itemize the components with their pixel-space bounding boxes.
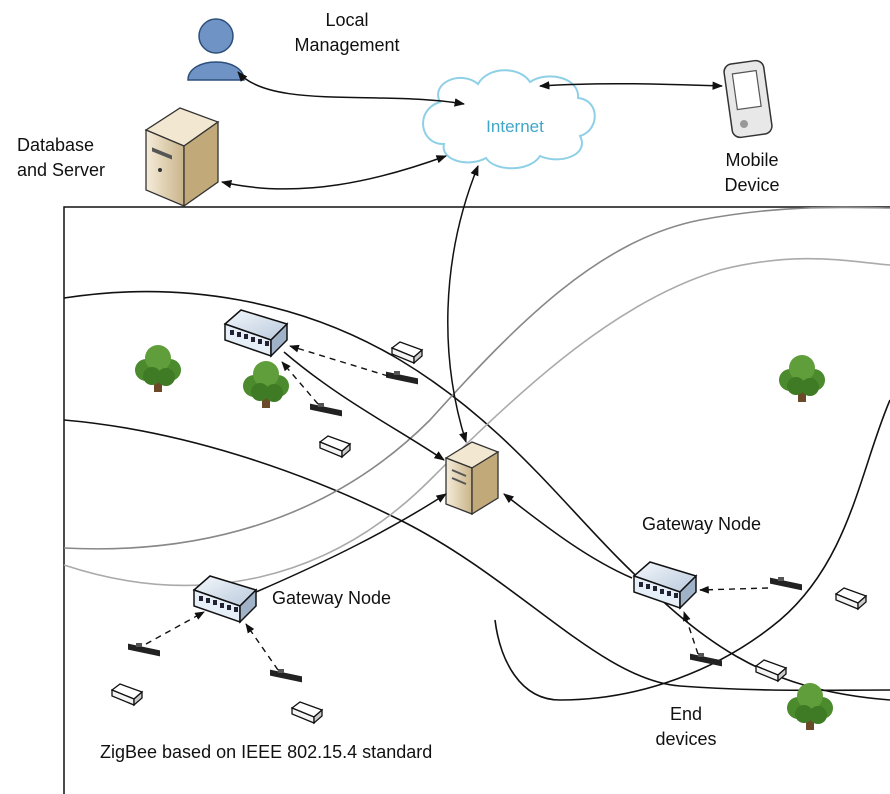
- local-management-label: Local Management: [272, 8, 422, 58]
- gateway-switch-icon: [193, 575, 257, 623]
- label-line: and Server: [17, 160, 106, 180]
- tree-icon: [779, 355, 825, 402]
- mobile-phone-icon: [723, 59, 773, 139]
- sensor-icon: [270, 669, 302, 683]
- label-line: Device: [724, 175, 780, 195]
- sensor-icon: [310, 403, 342, 417]
- end-device-icon: [391, 341, 423, 364]
- cloud-icon: [422, 69, 596, 170]
- label-line: Management: [294, 35, 400, 55]
- sensor-icon: [128, 643, 160, 657]
- end-device-icon: [291, 701, 323, 724]
- label-line: devices: [655, 729, 717, 749]
- sensor-icon: [770, 577, 802, 591]
- end-device-icon: [319, 435, 351, 458]
- connections: [220, 71, 724, 593]
- end-devices-label: End devices: [636, 702, 736, 752]
- person-icon: [187, 18, 245, 81]
- mobile-device-label: Mobile Device: [702, 148, 802, 198]
- label-line: Database: [17, 135, 95, 155]
- central-server-icon: [444, 441, 500, 516]
- end-device-icon: [835, 587, 867, 610]
- end-device-icon: [755, 659, 787, 682]
- gateway-switch-icon: [224, 309, 288, 357]
- gateway-node-label-left: Gateway Node: [272, 588, 392, 608]
- label-line: Mobile: [725, 150, 779, 170]
- zigbee-caption: ZigBee based on IEEE 802.15.4 standard: [100, 742, 433, 762]
- internet-label: Internet: [486, 117, 544, 136]
- tree-icon: [135, 345, 181, 392]
- tree-icon: [243, 361, 289, 408]
- server-tower-icon: [144, 107, 220, 208]
- gateway-switch-icon: [633, 561, 697, 609]
- label-line: End: [669, 704, 703, 724]
- end-device-icon: [111, 683, 143, 706]
- sensor-icon: [690, 653, 722, 667]
- frame-border: [63, 206, 890, 794]
- database-server-label: Database and Server: [17, 133, 105, 183]
- wireless-links: [145, 344, 769, 671]
- label-line: Local: [325, 10, 369, 30]
- sensor-icon: [386, 371, 418, 385]
- gateway-node-label-right: Gateway Node: [642, 514, 762, 534]
